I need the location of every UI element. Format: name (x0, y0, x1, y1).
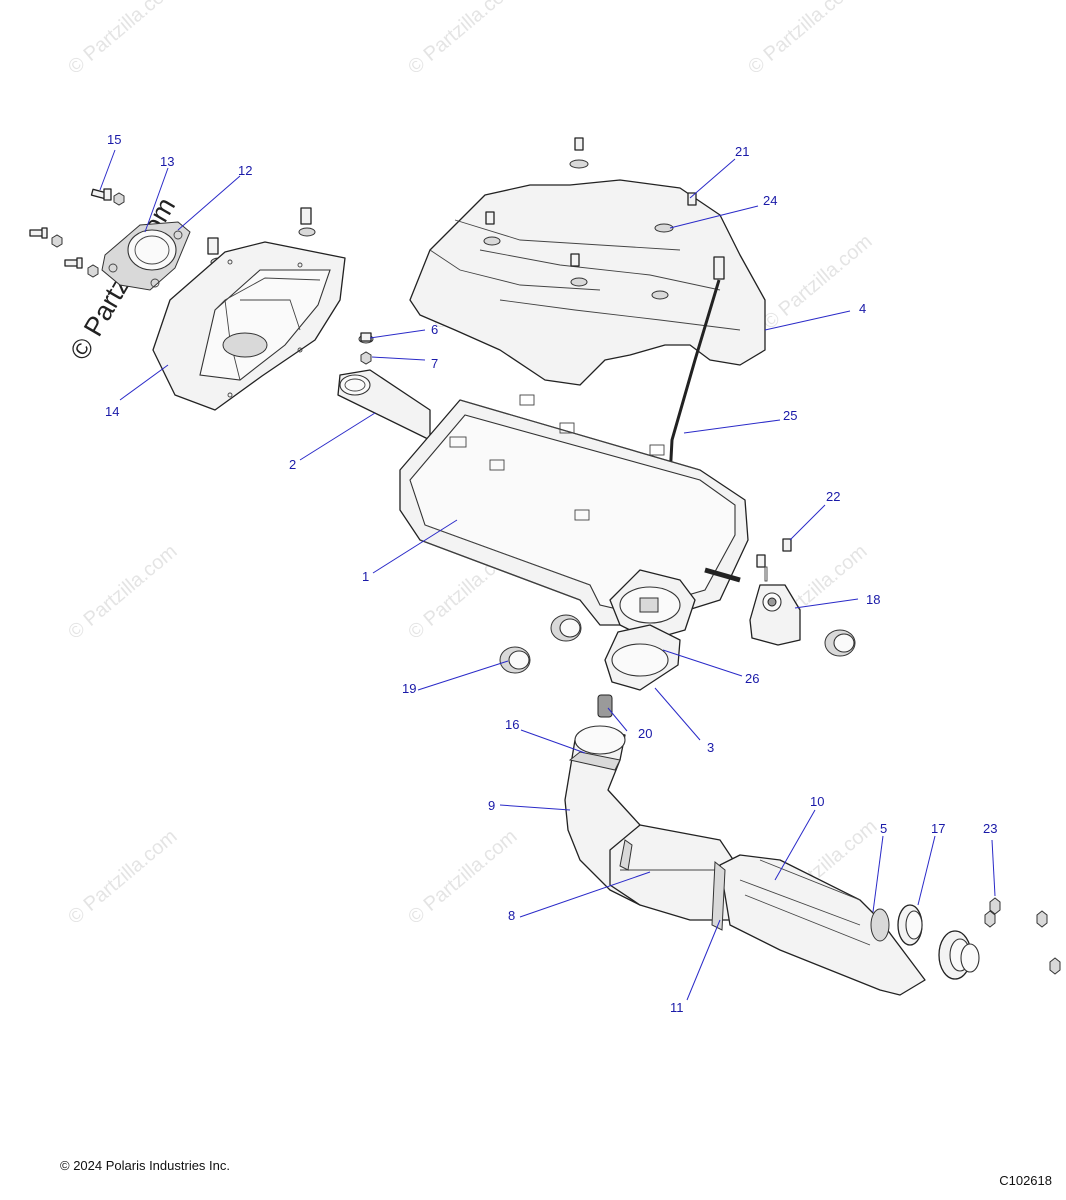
callout-5: 5 (880, 821, 887, 836)
callout-18: 18 (866, 592, 880, 607)
callout-16: 16 (505, 717, 519, 732)
callout-12: 12 (238, 163, 252, 178)
watermark: © Partzilla.com (404, 825, 521, 928)
callout-24: 24 (763, 193, 777, 208)
part-26-inlet-gasket (609, 569, 696, 641)
watermark: © Partzilla.com (744, 0, 861, 79)
part-15-bolt (90, 188, 125, 206)
callout-3: 3 (707, 740, 714, 755)
leader-lines (99, 149, 996, 1001)
callout-17: 17 (931, 821, 945, 836)
callout-6: 6 (431, 322, 438, 337)
callout-15: 15 (107, 132, 121, 147)
callout-11: 11 (670, 1000, 684, 1015)
part-18-bracket (749, 584, 801, 646)
part-21-bolt (569, 137, 697, 206)
part-17-outlet-ring (897, 904, 980, 980)
callout-22: 22 (826, 489, 840, 504)
part-11-clamp (619, 839, 726, 931)
part-13-flange (101, 221, 191, 291)
part-24-washer (654, 223, 674, 233)
callout-1: 1 (362, 569, 369, 584)
callout-25: 25 (783, 408, 797, 423)
callout-2: 2 (289, 457, 296, 472)
part-1-muffler (399, 394, 749, 626)
watermark: © Partzilla.com (64, 825, 181, 928)
part-bolts-flange (29, 227, 99, 278)
copyright-text: © 2024 Polaris Industries Inc. (60, 1158, 230, 1173)
callout-13: 13 (160, 154, 174, 169)
callout-23: 23 (983, 821, 997, 836)
part-14-heat-shield (152, 241, 346, 411)
callout-19: 19 (402, 681, 416, 696)
callout-20: 20 (638, 726, 652, 741)
watermark: © Partzilla.com (404, 0, 521, 79)
part-20-spring (597, 694, 613, 718)
callout-8: 8 (508, 908, 515, 923)
part-16-clamp (568, 751, 621, 771)
watermark: © Partzilla.com (64, 0, 181, 79)
part-10-pipe-section (719, 854, 926, 996)
callout-9: 9 (488, 798, 495, 813)
part-23-nut (984, 897, 1061, 975)
callout-7: 7 (431, 356, 438, 371)
part-7-washer (360, 351, 372, 365)
diagram-code: C102618 (999, 1173, 1052, 1188)
part-4-top-heat-shield (409, 179, 766, 386)
watermark: © Partzilla.com (64, 540, 181, 643)
part-22-bolt (756, 538, 792, 582)
part-3-flange-clamp (604, 624, 681, 691)
part-5-clamp (870, 908, 890, 942)
callout-4: 4 (859, 301, 866, 316)
part-19-grommet (499, 614, 856, 674)
part-6-bolt (358, 332, 374, 344)
callout-14: 14 (105, 404, 119, 419)
callout-21: 21 (735, 144, 749, 159)
callout-10: 10 (810, 794, 824, 809)
callout-26: 26 (745, 671, 759, 686)
part-2-outlet-cone (337, 369, 431, 441)
callouts: 15 13 12 14 6 7 2 1 4 21 24 25 22 18 26 … (105, 132, 997, 1015)
